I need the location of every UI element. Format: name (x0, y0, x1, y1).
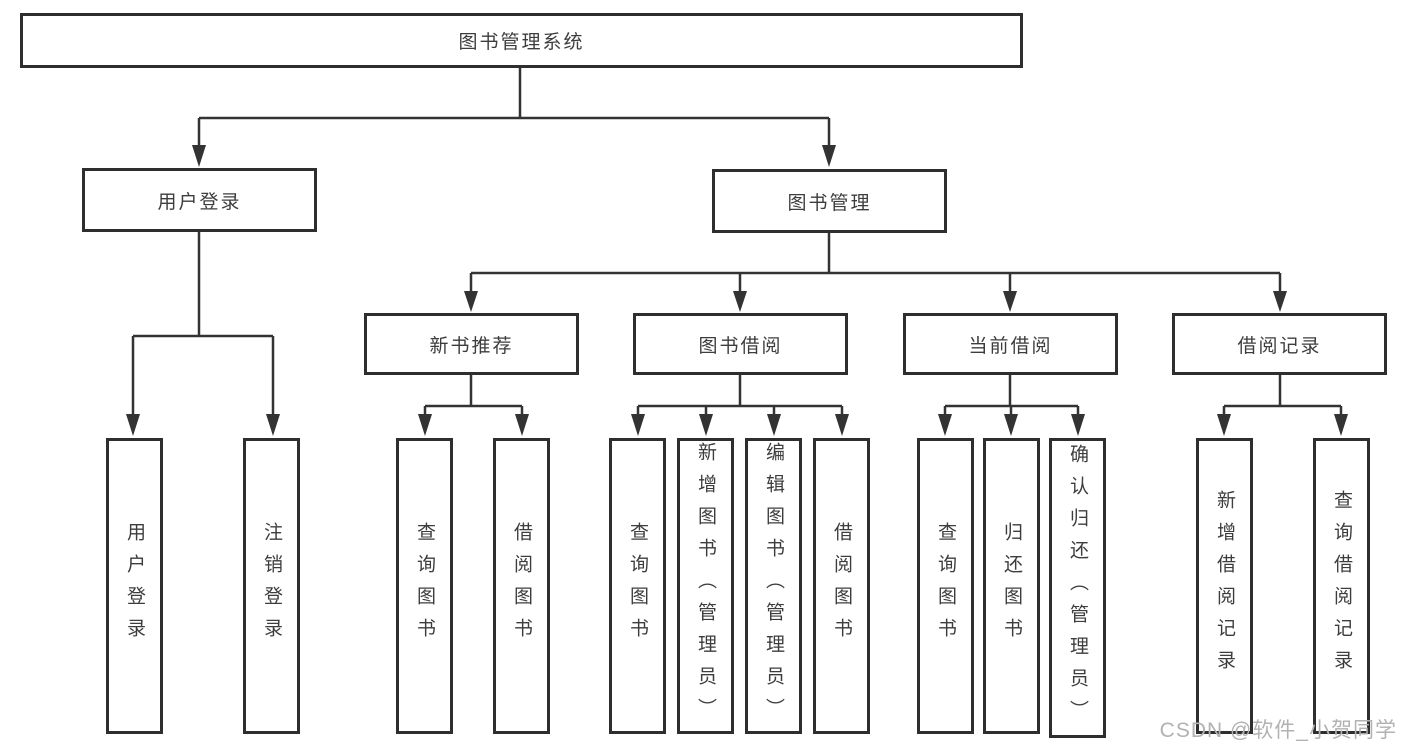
node-root-system: 图书管理系统 (20, 13, 1023, 68)
leaf-borrow-books-label: 借阅图书 (831, 522, 852, 650)
leaf-add-books-admin-label: 新增图书（管理员） (695, 442, 716, 730)
leaf-add-books-admin: 新增图书（管理员） (677, 438, 734, 734)
node-book-borrow: 图书借阅 (633, 313, 848, 375)
node-root-label: 图书管理系统 (458, 32, 585, 53)
leaf-borrow-books: 借阅图书 (813, 438, 870, 734)
node-borrow-record: 借阅记录 (1172, 313, 1387, 375)
node-current-borrow: 当前借阅 (903, 313, 1118, 375)
node-user-login: 用户登录 (82, 168, 317, 232)
node-new-book-recommend-label: 新书推荐 (429, 335, 514, 357)
leaf-current-query-books: 查询图书 (917, 438, 974, 734)
leaf-confirm-return-admin: 确认归还（管理员） (1049, 438, 1106, 738)
leaf-add-borrow-record-label: 新增借阅记录 (1214, 490, 1235, 682)
node-book-management-label: 图书管理 (787, 192, 872, 214)
leaf-recommend-query-books: 查询图书 (396, 438, 453, 734)
node-borrow-record-label: 借阅记录 (1237, 335, 1322, 357)
node-book-borrow-label: 图书借阅 (698, 335, 783, 357)
leaf-user-login-label: 用户登录 (124, 522, 145, 650)
leaf-recommend-borrow-books: 借阅图书 (493, 438, 550, 734)
leaf-query-borrow-record-label: 查询借阅记录 (1331, 490, 1352, 682)
leaf-add-borrow-record: 新增借阅记录 (1196, 438, 1253, 734)
leaf-user-login: 用户登录 (106, 438, 163, 734)
leaf-logout-label: 注销登录 (261, 522, 282, 650)
leaf-return-books-label: 归还图书 (1001, 522, 1022, 650)
leaf-borrow-query-books-label: 查询图书 (627, 522, 648, 650)
csdn-watermark: CSDN @软件_小贺同学 (1159, 719, 1397, 742)
node-current-borrow-label: 当前借阅 (968, 335, 1053, 357)
leaf-logout: 注销登录 (243, 438, 300, 734)
leaf-current-query-books-label: 查询图书 (935, 522, 956, 650)
node-new-book-recommend: 新书推荐 (364, 313, 579, 375)
leaf-edit-books-admin: 编辑图书（管理员） (745, 438, 802, 734)
leaf-query-borrow-record: 查询借阅记录 (1313, 438, 1370, 734)
leaf-recommend-query-books-label: 查询图书 (414, 522, 435, 650)
leaf-recommend-borrow-books-label: 借阅图书 (511, 522, 532, 650)
leaf-borrow-query-books: 查询图书 (609, 438, 666, 734)
node-book-management: 图书管理 (712, 169, 947, 233)
node-user-login-label: 用户登录 (157, 191, 242, 213)
leaf-confirm-return-admin-label: 确认归还（管理员） (1067, 444, 1088, 732)
leaf-edit-books-admin-label: 编辑图书（管理员） (763, 442, 784, 730)
leaf-return-books: 归还图书 (983, 438, 1040, 734)
